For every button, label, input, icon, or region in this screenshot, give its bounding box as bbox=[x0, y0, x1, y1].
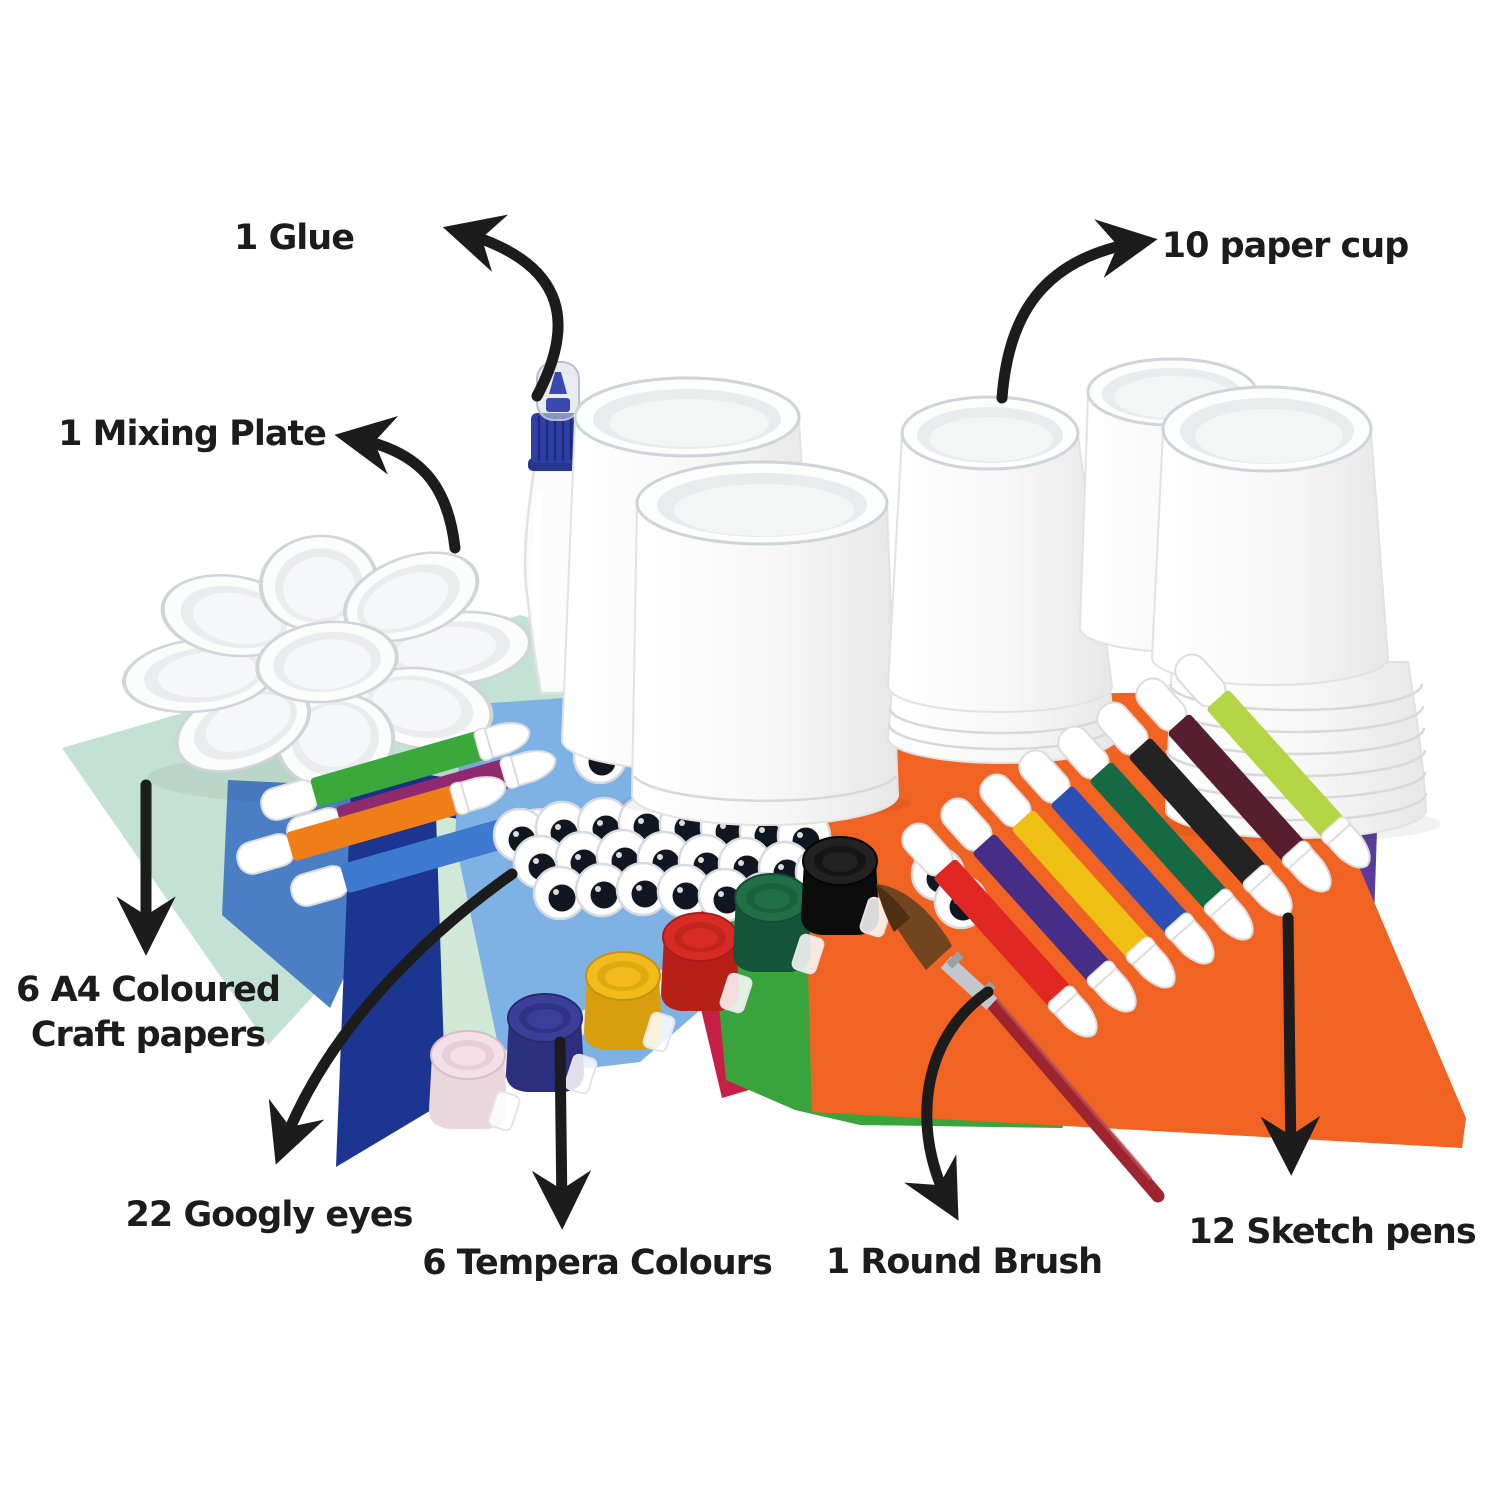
glue-label: 1 Glue bbox=[234, 218, 355, 258]
paint-pot-pink bbox=[429, 1030, 521, 1132]
paper-cup-label: 10 paper cup bbox=[1161, 226, 1410, 266]
paint-pot-green bbox=[733, 873, 825, 975]
paper-cup-front-left bbox=[620, 460, 910, 826]
glue-arrow bbox=[442, 214, 564, 402]
googly-eyes-arrow bbox=[268, 868, 518, 1165]
craft-papers-label-line2: Craft papers bbox=[30, 1014, 266, 1055]
round-brush bbox=[876, 884, 1165, 1203]
craft-papers-label: 6 A4 Coloured Craft papers bbox=[16, 968, 281, 1058]
round-brush-arrow bbox=[904, 986, 994, 1221]
mixing-plate-arrow bbox=[334, 415, 461, 554]
paint-pot-red bbox=[661, 912, 753, 1014]
craft-papers-label-line1: 6 A4 Coloured bbox=[16, 970, 281, 1010]
sketch-pens-arrow bbox=[1260, 912, 1321, 1176]
googly-eyes-label: 22 Googly eyes bbox=[125, 1195, 414, 1235]
tempera-arrow bbox=[531, 1036, 592, 1230]
paper-cup-arrow bbox=[996, 219, 1158, 404]
paint-pot-yellow bbox=[584, 951, 676, 1053]
mixing-plate-label: 1 Mixing Plate bbox=[58, 414, 327, 454]
callout-arrows bbox=[116, 214, 1321, 1230]
tempera-label: 6 Tempera Colours bbox=[422, 1243, 773, 1283]
paper-cup-center bbox=[886, 395, 1118, 764]
tempera-paint-pots bbox=[429, 836, 893, 1132]
round-brush-label: 1 Round Brush bbox=[825, 1242, 1103, 1282]
mixing-plate bbox=[122, 534, 532, 804]
sketch-pens-label: 12 Sketch pens bbox=[1188, 1212, 1476, 1252]
paint-pot-black bbox=[801, 836, 893, 938]
